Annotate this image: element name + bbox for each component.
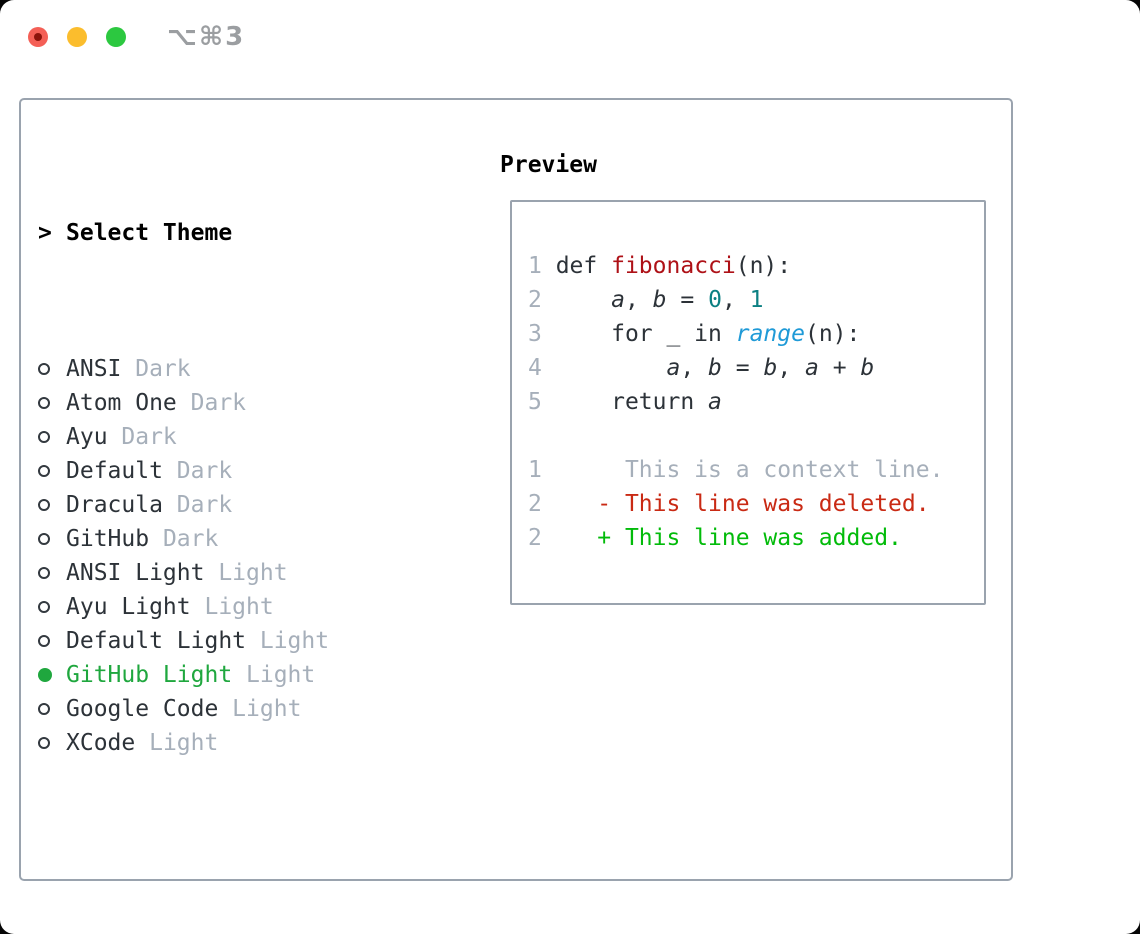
radio-selected-icon [38,668,52,682]
option-variant-label: Dark [121,356,191,382]
option-variant-label: Dark [162,492,233,518]
zoom-button[interactable] [106,27,126,47]
theme-option-ayu-light[interactable]: Ayu Light Light [38,590,426,624]
option-label: XCode [66,730,136,756]
theme-option-ansi-light[interactable]: ANSI Light Light [38,556,426,590]
spacer [38,862,426,896]
titlebar: ⌥⌘3 [0,0,1140,75]
code-line [528,419,984,453]
radio-unselected-icon [38,397,50,409]
option-variant-label: Dark [162,458,233,484]
radio-unselected-icon [38,567,50,579]
option-variant-label: Light [135,730,219,756]
prompt-icon: > [38,220,52,246]
select-theme-title: Select Theme [66,220,233,246]
option-label: Dracula [66,492,163,518]
theme-option-google-code[interactable]: Google Code Light [38,692,426,726]
code-line: 1 This is a context line. [528,457,944,483]
radio-unselected-icon [38,635,50,647]
code-preview: 1 def fibonacci(n): 2 a, b = 0, 1 3 for _ … [512,202,984,555]
option-variant-label: Light [190,594,274,620]
option-variant-label: Dark [149,526,219,552]
option-variant-label: Light [246,628,330,654]
option-variant-label: Light [204,560,288,586]
code-line: 2 + This line was added. [528,525,902,551]
option-label: Google Code [66,696,219,722]
option-label: ANSI [66,356,122,382]
code-line: 1 def fibonacci(n): [528,253,792,279]
radio-unselected-icon [38,533,50,545]
radio-unselected-icon [38,465,50,477]
option-label: GitHub Light [66,662,233,688]
select-theme-header: > Select Theme [38,216,426,250]
theme-option-atom-one[interactable]: Atom One Dark [38,386,426,420]
option-variant-label: Dark [107,424,177,450]
option-label: Ayu Light [66,594,191,620]
option-label: GitHub [66,526,150,552]
radio-unselected-icon [38,703,50,715]
option-variant-label: Light [218,696,302,722]
radio-unselected-icon [38,737,50,749]
preview-title: Preview [500,152,597,178]
theme-option-ayu[interactable]: Ayu Dark [38,420,426,454]
theme-option-default[interactable]: Default Dark [38,454,426,488]
minimize-button[interactable] [67,27,87,47]
theme-option-ansi[interactable]: ANSI Dark [38,352,426,386]
code-line: 3 for _ in range(n): [528,321,861,347]
close-button[interactable] [28,27,48,47]
option-label: Atom One [66,390,177,416]
radio-unselected-icon [38,431,50,443]
code-line: 2 a, b = 0, 1 [528,287,764,313]
preview-box: 1 def fibonacci(n): 2 a, b = 0, 1 3 for _ … [510,200,986,605]
code-line: 4 a, b = b, a + b [528,355,875,381]
option-label: ANSI Light [66,560,205,586]
code-line: 2 - This line was deleted. [528,491,930,517]
theme-option-github-light[interactable]: GitHub Light Light [38,658,426,692]
theme-option-default-light[interactable]: Default Light Light [38,624,426,658]
radio-unselected-icon [38,363,50,375]
theme-option-dracula[interactable]: Dracula Dark [38,488,426,522]
option-label: Default Light [66,628,247,654]
theme-option-github[interactable]: GitHub Dark [38,522,426,556]
option-variant-label: Light [232,662,316,688]
option-label: Default [66,458,163,484]
code-line: 5 return a [528,389,722,415]
radio-unselected-icon [38,601,50,613]
option-variant-label: Dark [176,390,247,416]
unsaved-dot-icon [34,33,42,41]
radio-unselected-icon [38,499,50,511]
window-title: ⌥⌘3 [167,22,246,52]
option-label: Ayu [66,424,108,450]
theme-option-xcode[interactable]: XCode Light [38,726,426,760]
